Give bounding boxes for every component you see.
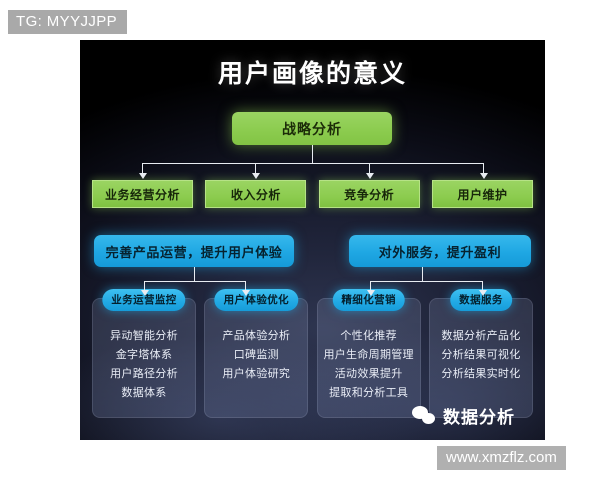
brand-watermark: 数据分析 [412,403,515,428]
arrow-down-4 [480,173,488,179]
url-watermark: www.xmzflz.com [437,446,566,470]
connector-drop-3 [369,163,370,174]
category-box-product-ops: 完善产品运营，提升用户体验 [94,235,294,267]
arrow-down-col1 [141,290,149,296]
detail-card-row: 业务运营监控 异动智能分析 金字塔体系 用户路径分析 数据体系 用户体验优化 产… [92,289,533,418]
card-item-list-2: 产品体验分析 口碑监测 用户体验研究 [209,327,303,384]
card-item-list-1: 异动智能分析 金字塔体系 用户路径分析 数据体系 [97,327,191,403]
detail-card-data-service: 数据服务 数据分析产品化 分析结果可视化 分析结果实时化 [428,289,533,418]
connector-blue-right-stem [422,267,423,281]
root-node-strategy: 战略分析 [232,112,392,145]
analysis-box-competition: 竞争分析 [318,180,420,208]
card-pill-precision-marketing: 精细化营销 [332,289,405,311]
analysis-box-row: 业务经营分析 收入分析 竞争分析 用户维护 [92,180,533,208]
detail-card-ux-optimization: 用户体验优化 产品体验分析 口碑监测 用户体验研究 [204,289,309,418]
list-item: 口碑监测 [233,349,279,361]
list-item: 数据体系 [121,387,167,399]
wechat-icon [412,405,436,426]
connector-drop-4 [483,163,484,174]
analysis-box-revenue: 收入分析 [205,180,307,208]
connector-blue-left-bus [144,281,245,282]
connector-col3-drop [370,281,371,291]
list-item: 异动智能分析 [110,330,178,342]
list-item: 分析结果可视化 [441,349,521,361]
list-item: 金字塔体系 [115,349,173,361]
category-box-external-service: 对外服务，提升盈利 [349,235,531,267]
list-item: 数据分析产品化 [441,330,521,342]
list-item: 活动效果提升 [334,368,403,380]
arrow-down-col2 [242,290,250,296]
connector-col1-drop [144,281,145,291]
connector-blue-right-bus [370,281,482,282]
connector-root-stem [312,145,313,163]
list-item: 产品体验分析 [222,330,291,342]
connector-root-bus [142,163,483,164]
list-item: 个性化推荐 [340,330,397,342]
arrow-down-3 [366,173,374,179]
arrow-down-2 [252,173,260,179]
list-item: 分析结果实时化 [441,368,521,380]
detail-card-business-monitor: 业务运营监控 异动智能分析 金字塔体系 用户路径分析 数据体系 [92,289,196,418]
list-item: 用户体验研究 [222,368,291,380]
arrow-down-col4 [479,290,487,296]
page-title: 用户画像的意义 [217,60,407,88]
card-pill-data-service: 数据服务 [450,289,512,311]
connector-col2-drop [245,281,246,291]
card-item-list-3: 个性化推荐 用户生命周期管理 活动效果提升 提取和分析工具 [322,327,416,403]
connector-drop-1 [142,163,143,174]
list-item: 提取和分析工具 [329,387,409,399]
card-item-list-4: 数据分析产品化 分析结果可视化 分析结果实时化 [434,327,528,384]
detail-card-precision-marketing: 精细化营销 个性化推荐 用户生命周期管理 活动效果提升 提取和分析工具 [316,289,421,418]
arrow-down-col3 [367,290,375,296]
infographic-panel: 用户画像的意义 战略分析 业务经营分析 收入分析 竞争分析 用户维护 完善产品运… [80,40,545,440]
wechat-bubble-small [422,412,435,424]
connector-drop-2 [255,163,256,174]
analysis-box-business: 业务经营分析 [92,180,193,208]
category-box-row: 完善产品运营，提升用户体验 对外服务，提升盈利 [94,235,531,267]
connector-col4-drop [482,281,483,291]
tg-watermark: TG: MYYJJPP [8,10,128,34]
arrow-down-1 [139,173,147,179]
brand-label: 数据分析 [443,408,515,427]
list-item: 用户生命周期管理 [323,349,414,361]
card-pill-ux-optimization: 用户体验优化 [214,289,299,311]
connector-blue-left-stem [194,267,195,281]
card-pill-business-monitor: 业务运营监控 [102,289,186,311]
analysis-box-retention: 用户维护 [431,180,533,208]
list-item: 用户路径分析 [110,368,178,380]
